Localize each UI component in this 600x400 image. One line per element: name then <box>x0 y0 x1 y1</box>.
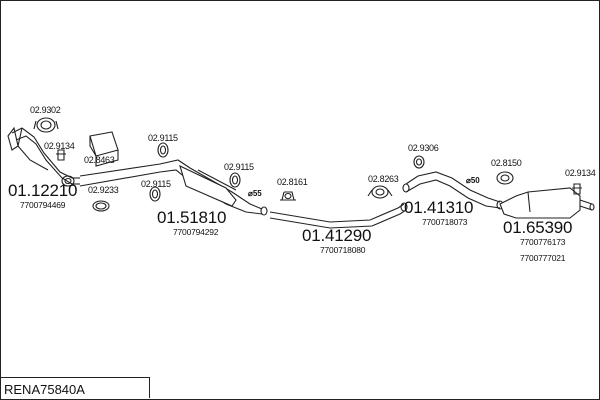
accessory-label: 02.9115 <box>224 162 254 172</box>
kit-code: RENA75840A <box>4 382 85 397</box>
diameter-label: ⌀50 <box>466 176 480 185</box>
rubber-mount-02-9115-b <box>229 172 241 188</box>
accessory-label: 02.8161 <box>277 177 308 187</box>
part-number: 01.41310 <box>404 198 474 217</box>
accessory-label: 02.8150 <box>491 158 522 168</box>
middle-pipe <box>269 202 408 229</box>
rubber-mount-02-8150 <box>496 171 514 185</box>
front-downpipe <box>7 126 80 187</box>
oem-number: 7700718080 <box>320 245 366 255</box>
ring-02-9233 <box>92 200 110 212</box>
rubber-mount-02-9115-a <box>157 142 169 158</box>
hanger-02-8263 <box>367 185 393 199</box>
part-number: 01.12210 <box>8 181 78 200</box>
clamp-02-9134-a <box>56 149 66 161</box>
part-number: 01.51810 <box>157 208 227 227</box>
accessory-label: 02.8463 <box>84 155 115 165</box>
clamp-02-8161 <box>280 191 296 201</box>
oem-number: 7700794469 <box>20 200 66 210</box>
rubber-mount-02-9115-c <box>149 186 161 202</box>
gasket-02-9302 <box>33 117 59 133</box>
accessory-label: 02.9233 <box>88 185 119 195</box>
accessory-label: 02.9115 <box>141 179 171 189</box>
part-number: 01.65390 <box>503 218 573 237</box>
oem-number: 7700777021 <box>520 253 566 263</box>
kit-code-box: RENA75840A <box>0 377 150 398</box>
accessory-label: 02.8263 <box>368 174 399 184</box>
oem-number: 7700776173 <box>520 237 566 247</box>
rubber-mount-02-9306 <box>413 155 425 169</box>
accessory-label: 02.9115 <box>148 133 178 143</box>
accessory-label: 02.9302 <box>30 105 61 115</box>
accessory-label: 02.9134 <box>44 141 75 151</box>
front-pipe-cat <box>79 159 268 216</box>
accessory-label: 02.9134 <box>565 168 596 178</box>
part-number: 01.41290 <box>302 226 372 245</box>
rear-silencer <box>499 187 595 219</box>
accessory-label: 02.9306 <box>408 143 439 153</box>
oem-number: 7700794292 <box>173 227 219 237</box>
diameter-label: ⌀55 <box>248 189 262 198</box>
heat-shield-02-8463 <box>89 131 119 167</box>
clamp-02-9134-b <box>572 183 582 195</box>
oem-number: 7700718073 <box>422 217 468 227</box>
